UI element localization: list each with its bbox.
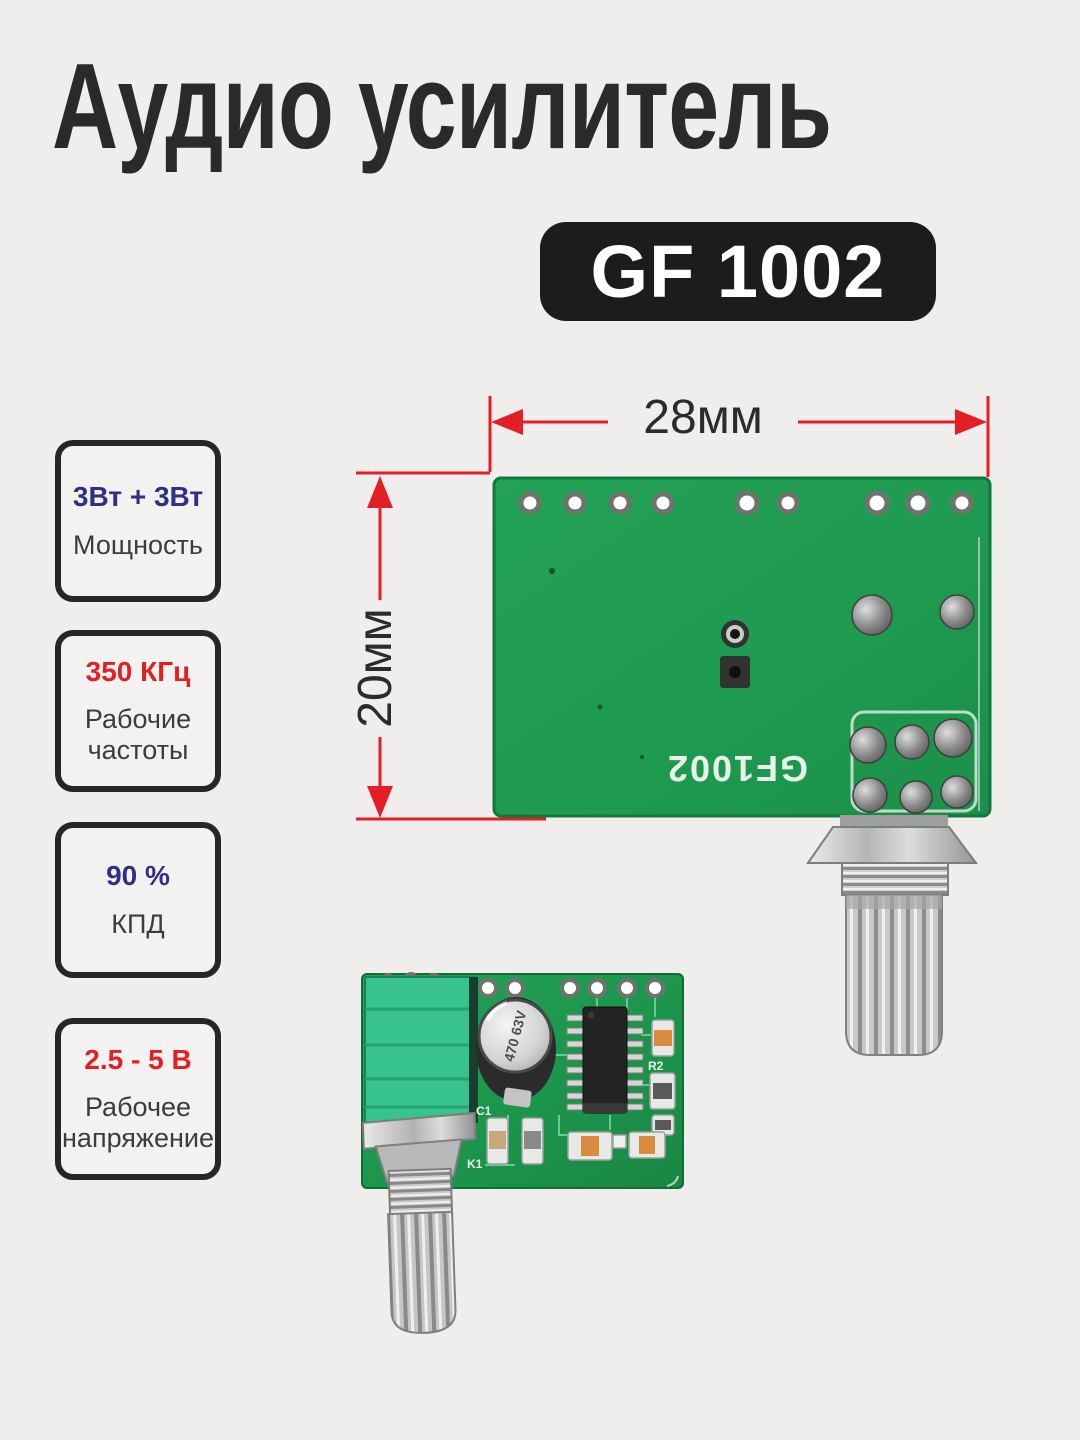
pcb-silkscreen-text: GF1002 (666, 748, 808, 789)
pcb-back-center-pads (720, 620, 750, 688)
silkscreen-label-k1: K1 (467, 1157, 483, 1171)
silkscreen-label-c1: C1 (476, 1104, 492, 1118)
ic-chip (566, 1006, 644, 1114)
capacitor: 470 63V (476, 997, 556, 1108)
pcb-back-holes (518, 490, 974, 516)
spec-label: Мощность (73, 529, 203, 560)
potentiometer-body (364, 976, 478, 1124)
spec-value: 2.5 - 5 В (84, 1044, 192, 1076)
dimension-height-label: 20мм (349, 608, 402, 728)
spec-value: 3Вт + 3Вт (72, 481, 204, 513)
spec-card-efficiency: 90 % КПД (55, 822, 221, 978)
spec-label: Рабочее напряжение (62, 1092, 214, 1153)
model-badge: GF 1002 (540, 222, 936, 321)
spec-card-frequency: 350 КГц Рабочие частоты (55, 630, 221, 792)
potentiometer-shaft-back (806, 815, 978, 1056)
pcb-photo-front: 470 63V (361, 972, 684, 1334)
spec-card-voltage: 2.5 - 5 В Рабочее напряжение (55, 1018, 221, 1180)
spec-value: 350 КГц (85, 656, 191, 688)
potentiometer-shaft-front (361, 1111, 477, 1334)
model-badge-label: GF 1002 (590, 230, 886, 313)
pcb-back-solder-joints (849, 594, 975, 814)
spec-value: 90 % (106, 860, 170, 892)
dimension-width-label: 28мм (643, 391, 763, 444)
silkscreen-label-r2: R2 (648, 1059, 664, 1073)
page-title: Аудио усилитель (52, 38, 832, 174)
spec-label: КПД (111, 908, 165, 939)
smd-components (486, 1019, 676, 1165)
spec-label: Рабочие частоты (84, 704, 192, 765)
spec-card-power: 3Вт + 3Вт Мощность (55, 440, 221, 602)
pcb-photo-back: GF1002 (492, 476, 992, 1056)
